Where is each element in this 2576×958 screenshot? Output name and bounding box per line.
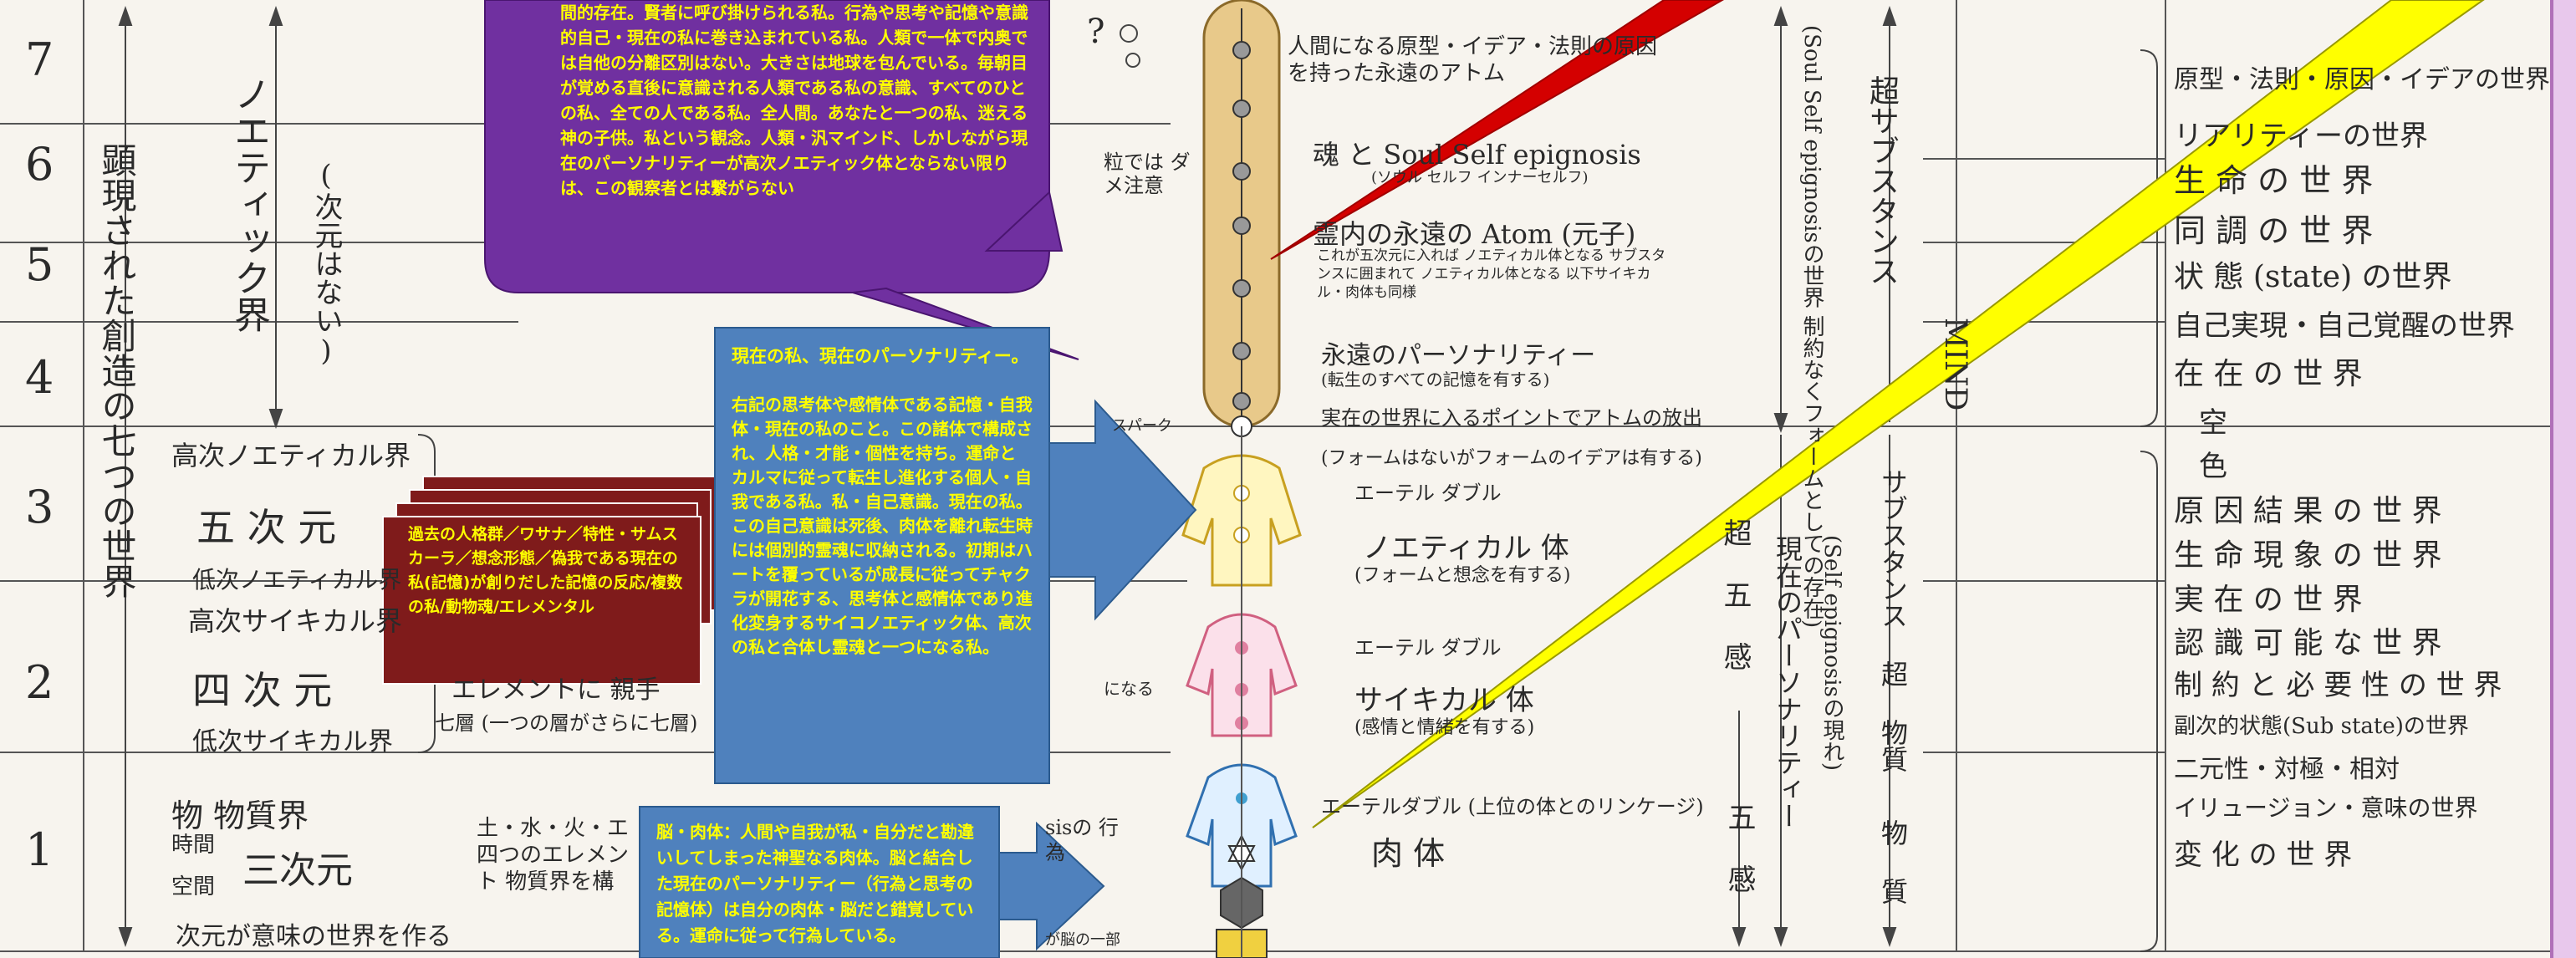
maroon-box-text: 過去の人格群／ワサナ／特性・サムスカーラ／想念形態／偽我である現在の私(記憶)が… xyxy=(408,525,683,616)
mind-label: MIND xyxy=(1938,318,1972,411)
world-item: 生 命 の 世 界 xyxy=(2174,162,2374,199)
substance-super-matter-label: サブスタンス 超 物質 xyxy=(1877,468,1909,772)
noetical-sub-label: (フォームと想念を有する) xyxy=(1354,565,1571,586)
brain-note: が脳の一部 xyxy=(1045,931,1120,949)
level-number-4: 4 xyxy=(25,351,54,404)
no-dimension-label: (次元はない) xyxy=(309,159,343,368)
world-item: 原 因 結 果 の 世 界 xyxy=(2174,494,2442,528)
present-personality-label: 現在のパーソナリティー xyxy=(1772,535,1803,829)
blue-box-2-text: 脳・肉体：人間や自我が私・自分だと勘違いしてしまった神聖なる肉体。脳と結合した現… xyxy=(656,822,974,945)
real-world-entry-label: 実在の世界に入るポイントでアトムの放出 xyxy=(1321,406,1702,430)
world-item: リアリティーの世界 xyxy=(2174,120,2428,153)
matter-label: 物 質 xyxy=(1877,819,1909,904)
red-beam xyxy=(1270,0,1725,260)
super-substance-label: 超サブスタンス xyxy=(1864,75,1899,286)
sis-note: sisの 行為 xyxy=(1045,816,1119,864)
noetic-realm-label: ノエティック界 xyxy=(227,75,270,333)
five-senses-label: 五 感 xyxy=(1722,803,1756,893)
world-item: 実 在 の 世 界 xyxy=(2174,583,2363,617)
level-number-7: 7 xyxy=(25,33,54,86)
etheric-link-label: エーテルダブル (上位の体とのリンケージ) xyxy=(1321,795,1704,818)
psychical-body-label: サイキカル 体 xyxy=(1354,684,1534,717)
eternal-atom-column xyxy=(1202,0,1281,437)
noetical-body-label: ノエティカル 体 xyxy=(1363,532,1569,565)
particle-note: 粒では ダメ注意 xyxy=(1104,150,1191,197)
archetype-label: 人間になる原型・イデア・法則の原因を持った永遠のアトム xyxy=(1288,34,1658,86)
level-note: になる xyxy=(1104,679,1154,699)
world-item: 副次的状態(Sub state)の世界 xyxy=(2174,714,2469,739)
elements-note2: エレメントに 親手 xyxy=(451,675,661,705)
world-item: 変 化 の 世 界 xyxy=(2174,838,2353,872)
blue-box-1-title: 現在の私、現在のパーソナリティー。 xyxy=(732,346,1029,366)
etheric-double-label-2: エーテル ダブル xyxy=(1354,636,1502,660)
dimension-note: 次元が意味の世界を作る xyxy=(176,922,451,951)
world-item: 二元性・対極・相対 xyxy=(2174,755,2400,784)
four-dim-label: 四 次 元 xyxy=(192,668,333,713)
physical-realm-label: 物 物質界 xyxy=(171,797,309,834)
world-item: 同 調 の 世 界 xyxy=(2174,212,2374,249)
world-item: 色 xyxy=(2199,450,2227,483)
three-dim-label: 三次元 xyxy=(242,849,353,892)
level-number-3: 3 xyxy=(25,481,54,533)
eternal-personality-sub: (転生のすべての記憶を有する) xyxy=(1321,369,1550,390)
maroon-box-shape xyxy=(382,516,701,685)
blue-box-1-text: 右記の思考体や感情体である記憶・自我体・現在の私のこと。この諸体で構成され、人格… xyxy=(732,395,1033,657)
five-dim-label: 五 次 元 xyxy=(196,505,337,550)
super-five-senses-label: 超 五 感 xyxy=(1718,518,1752,670)
world-item: 制 約 と 必 要 性 の 世 界 xyxy=(2174,669,2502,702)
lower-noetical-label: 低次ノエティカル界 xyxy=(192,566,402,594)
space-label: 空間 xyxy=(171,874,216,899)
spark-label: スパーク xyxy=(1112,417,1172,435)
purple-bubble-text: 間的存在。賢者に呼び掛けられる私。行為や思考や記憶や意識的自己・現在の私に巻き込… xyxy=(560,3,1028,198)
higher-noetical-label: 高次ノエティカル界 xyxy=(171,440,411,471)
form-idea-label: (フォームはないがフォームのイデアは有する) xyxy=(1321,448,1702,469)
world-item: イリュージョン・意味の世界 xyxy=(2174,794,2478,822)
time-label: 時間 xyxy=(171,833,216,858)
manifested-worlds-label: 顕現された創造の七つの世界 xyxy=(96,142,137,599)
etheric-double-label-1: エーテル ダブル xyxy=(1354,482,1502,505)
question-mark: ? xyxy=(1087,13,1105,51)
psychical-sub-label: (感情と情緒を有する) xyxy=(1354,717,1535,738)
blue-box-1-shape xyxy=(714,327,1050,784)
blue-box-2-shape xyxy=(639,806,1000,958)
world-item: 在 在 の 世 界 xyxy=(2174,357,2363,391)
level-number-6: 6 xyxy=(25,138,54,191)
soul-self-sub: (ソウル セルフ インナーセルフ) xyxy=(1371,169,1589,186)
soul-self-world-label: (Soul Self epignosisの世界 制約なくフォームとしての存在) xyxy=(1799,25,1824,629)
self-epignosis-label: (Self epignosisの現れ) xyxy=(1819,535,1844,772)
soul-self-label: 魂 と Soul Self epignosis xyxy=(1313,139,1641,171)
right-border xyxy=(2552,0,2576,958)
elements-note: 土・水・火・エ 四つのエレメント 物質界を構 xyxy=(477,816,630,894)
level-number-5: 5 xyxy=(25,238,54,291)
world-item: 自己実現・自己覚醒の世界 xyxy=(2174,309,2515,343)
higher-psychical-label: 高次サイキカル界 xyxy=(188,605,403,637)
yellow-beam xyxy=(1312,0,2485,828)
world-item: 状 態 (state) の世界 xyxy=(2174,260,2452,294)
purple-bubble-shape xyxy=(484,0,1050,293)
world-item: 生 命 現 象 の 世 界 xyxy=(2174,538,2442,573)
physical-body-label: 肉 体 xyxy=(1371,835,1446,872)
eternal-personality-label: 永遠のパーソナリティー xyxy=(1321,341,1596,370)
world-item: 認 識 可 能 な 世 界 xyxy=(2174,626,2442,660)
world-item: 空 xyxy=(2199,406,2227,440)
level-number-2: 2 xyxy=(25,656,54,709)
level-number-1: 1 xyxy=(25,823,54,876)
eternal-atom-label: 霊内の永遠の Atom (元子) xyxy=(1313,218,1636,250)
world-item: 原型・法則・原因・イデアの世界 xyxy=(2174,65,2550,94)
seven-layers-note: 七層 (一つの層がさらに七層) xyxy=(435,711,698,735)
lower-psychical-label: 低次サイキカル界 xyxy=(192,727,393,757)
eternal-atom-sub: これが五次元に入れば ノエティカル体となる サブスタンスに囲まれて ノエティカル… xyxy=(1317,247,1666,301)
human-bodies-figure xyxy=(1181,426,1302,958)
